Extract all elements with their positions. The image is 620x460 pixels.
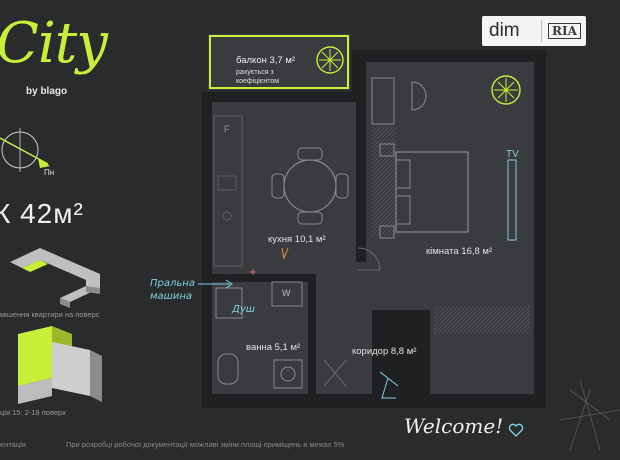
logo-divider bbox=[541, 20, 542, 42]
washer-note-line2: машина bbox=[150, 291, 192, 302]
tv-label: TV bbox=[506, 149, 519, 160]
fridge-label: F bbox=[224, 124, 230, 134]
dim-ria-logo[interactable]: dim RIA bbox=[482, 16, 586, 46]
section-diagram bbox=[18, 326, 102, 404]
ria-logo-text: RIA bbox=[548, 23, 581, 39]
heart-icon bbox=[508, 423, 524, 437]
bathroom-label: ванна 5,1 м² bbox=[246, 342, 301, 353]
footer-disclaimer: При розробці робочої документації можлив… bbox=[66, 440, 345, 449]
balcony-note-line1: рахується з bbox=[236, 69, 274, 76]
apartment-area-title: К 42м² bbox=[0, 198, 84, 229]
floor-position-diagram bbox=[10, 248, 100, 308]
compass-icon bbox=[0, 128, 50, 172]
kitchen-label: кухня 10,1 м² bbox=[268, 234, 326, 245]
balcony-label: балкон 3,7 м² bbox=[236, 55, 296, 66]
brand-logo: City bbox=[0, 11, 108, 76]
brand-byline: by blago bbox=[26, 86, 68, 97]
washer-note-line1: Пральна bbox=[150, 278, 195, 289]
shower-note: Душ bbox=[232, 304, 255, 315]
floor-position-note: мішення квартири на поверс bbox=[0, 310, 100, 319]
floor-plan bbox=[198, 34, 546, 408]
compass-label: Пн bbox=[44, 168, 55, 177]
washer-label: W bbox=[282, 288, 291, 298]
bedroom-label: кімната 16,8 м² bbox=[426, 246, 493, 257]
footer-left-note: ентація bbox=[0, 440, 26, 449]
section-note: ція 15: 2-18 поверх bbox=[0, 408, 66, 417]
balcony-note-line2: коефіцієнтом bbox=[236, 78, 280, 85]
corridor-label: коридор 8,8 м² bbox=[352, 346, 417, 357]
welcome-text: Welcome! bbox=[404, 414, 504, 438]
tree-sketch-icon bbox=[560, 380, 620, 451]
dim-logo-text: dim bbox=[489, 20, 520, 41]
